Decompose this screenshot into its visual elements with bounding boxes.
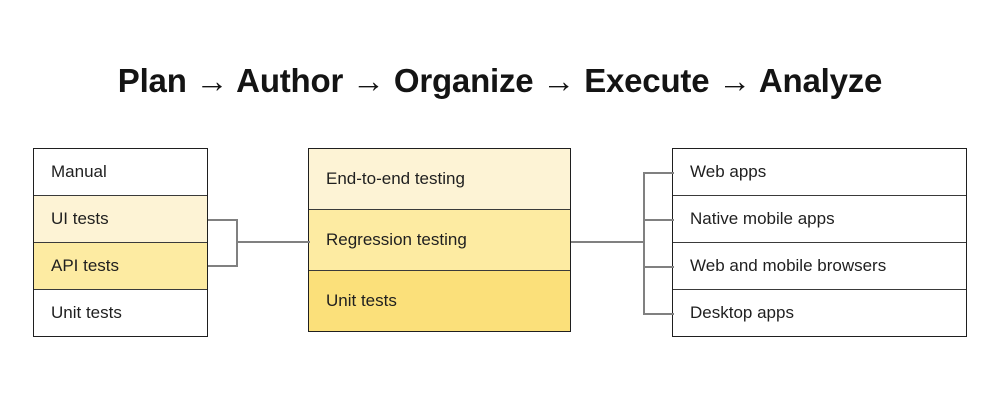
list-item[interactable]: API tests xyxy=(34,243,207,290)
list-item[interactable]: Desktop apps xyxy=(673,290,966,336)
connector-right-spine xyxy=(643,172,645,315)
connector-left-spine xyxy=(236,219,238,267)
platforms-column: Web apps Native mobile apps Web and mobi… xyxy=(672,148,967,337)
page-title: Plan → Author → Organize → Execute → Ana… xyxy=(117,62,883,99)
test-types-column: Manual UI tests API tests Unit tests xyxy=(33,148,208,337)
connector-right-branch-native xyxy=(643,219,674,221)
connector-left-branch-ui xyxy=(208,219,238,221)
list-item[interactable]: Manual xyxy=(34,149,207,196)
connector-left-branch-api xyxy=(208,265,238,267)
list-item[interactable]: Regression testing xyxy=(309,210,570,271)
connector-right-branch-web xyxy=(643,172,674,174)
connector-right-branch-desktop xyxy=(643,313,674,315)
connector-right-branch-browsers xyxy=(643,266,674,268)
connector-right-trunk xyxy=(571,241,645,243)
list-item[interactable]: Unit tests xyxy=(34,290,207,336)
list-item[interactable]: Native mobile apps xyxy=(673,196,966,243)
test-levels-column: End-to-end testing Regression testing Un… xyxy=(308,148,571,332)
list-item[interactable]: End-to-end testing xyxy=(309,149,570,210)
list-item[interactable]: Web apps xyxy=(673,149,966,196)
list-item[interactable]: Web and mobile browsers xyxy=(673,243,966,290)
connector-left-trunk xyxy=(236,241,310,243)
list-item[interactable]: Unit tests xyxy=(309,271,570,331)
list-item[interactable]: UI tests xyxy=(34,196,207,243)
